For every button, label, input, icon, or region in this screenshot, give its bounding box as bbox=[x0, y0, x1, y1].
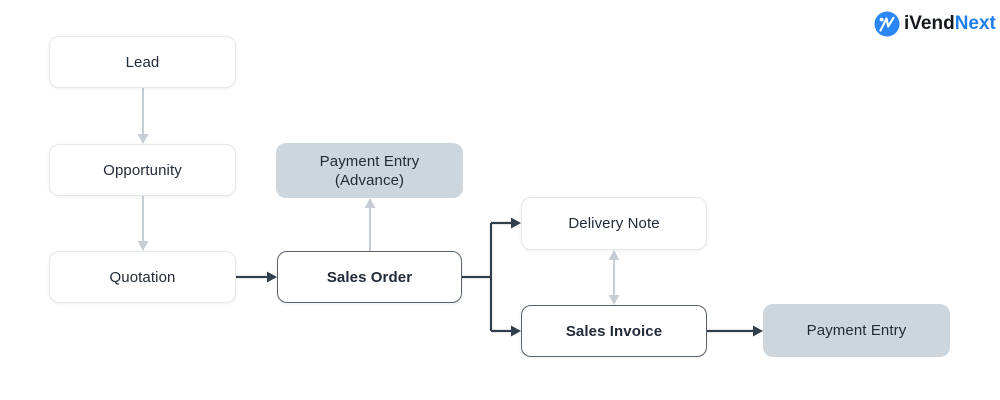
node-payment-entry: Payment Entry bbox=[763, 304, 950, 357]
brand-logo: iVendNext bbox=[874, 10, 996, 37]
edge-salesorder-paymententryadvance bbox=[364, 198, 376, 251]
node-delivery-note: Delivery Note bbox=[521, 197, 707, 250]
edge-deliverynote-salesinvoice bbox=[608, 250, 620, 305]
node-opportunity-label: Opportunity bbox=[103, 161, 182, 179]
node-sales-invoice: Sales Invoice bbox=[521, 305, 707, 357]
node-sales-order-label: Sales Order bbox=[326, 268, 413, 286]
edge-quotation-salesorder bbox=[236, 271, 277, 283]
node-delivery-note-label: Delivery Note bbox=[568, 215, 660, 232]
brand-prefix: iVend bbox=[904, 13, 955, 34]
edge-salesinvoice-paymententry bbox=[707, 325, 763, 337]
edge-lead-opportunity bbox=[137, 88, 149, 144]
edge-opportunity-quotation bbox=[137, 196, 149, 251]
brand-wordmark: iVendNext bbox=[904, 10, 996, 37]
node-payment-entry-advance: Payment Entry (Advance) bbox=[276, 143, 463, 198]
node-lead-label: Lead bbox=[125, 53, 160, 71]
node-lead: Lead bbox=[49, 36, 236, 88]
node-payment-entry-advance-sublabel: (Advance) bbox=[334, 171, 405, 189]
node-opportunity: Opportunity bbox=[49, 144, 236, 196]
node-quotation: Quotation bbox=[49, 251, 236, 303]
node-payment-entry-label: Payment Entry bbox=[806, 322, 907, 339]
node-quotation-label: Quotation bbox=[109, 268, 176, 286]
node-sales-invoice-label: Sales Invoice bbox=[565, 322, 663, 340]
node-sales-order: Sales Order bbox=[277, 251, 462, 303]
edge-salesorder-branch bbox=[462, 217, 521, 337]
node-payment-entry-advance-label: Payment Entry bbox=[319, 152, 420, 170]
ivendnext-logo-icon bbox=[874, 11, 900, 36]
brand-suffix: Next bbox=[954, 13, 996, 34]
